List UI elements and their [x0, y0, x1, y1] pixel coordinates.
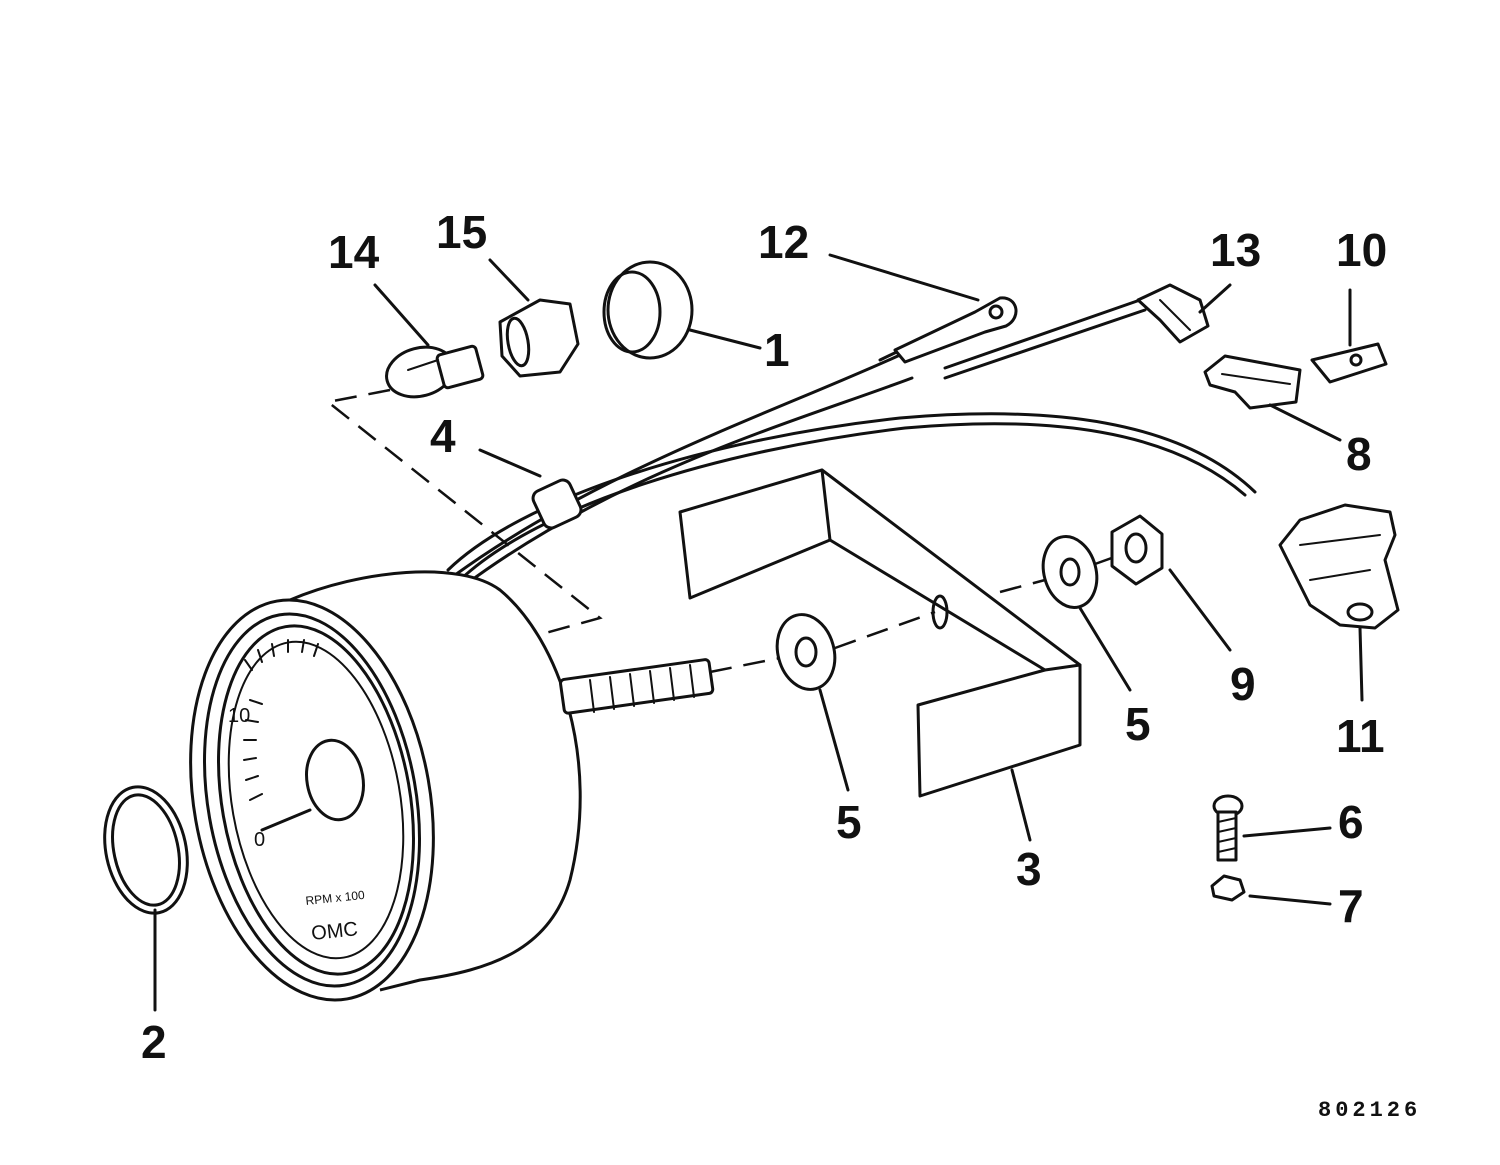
callout-7: 7 [1338, 880, 1364, 932]
dial-number-10: 10 [228, 705, 250, 727]
lamp-socket [498, 298, 580, 378]
lens-ring [103, 785, 189, 915]
lamp-bulb [385, 344, 485, 399]
callout-15: 15 [436, 206, 487, 258]
figure-reference-number: 802126 [1318, 1098, 1421, 1123]
callout-10: 10 [1336, 224, 1387, 276]
lock-washer-left [775, 613, 837, 691]
mounting-stud [559, 658, 715, 715]
lock-washer-right [1041, 535, 1099, 609]
assembly-dashed-lines [325, 388, 1121, 674]
callout-8: 8 [1346, 428, 1372, 480]
flat-terminal [1310, 342, 1388, 384]
dial-unit-text: RPM x 100 [305, 888, 366, 908]
callout-1: 1 [764, 324, 790, 376]
dial-number-0: 0 [254, 829, 265, 851]
harness-grommet [531, 478, 583, 530]
callout-2: 2 [141, 1016, 167, 1068]
hex-nut [1110, 514, 1164, 586]
terminal-clip [1278, 503, 1400, 630]
leader-lines [153, 253, 1364, 1012]
callout-12: 12 [758, 216, 809, 268]
callout-labels: 1 2 3 4 5 5 5 6 7 8 9 10 11 12 13 14 15 [141, 206, 1387, 1068]
callout-14: 14 [328, 226, 380, 278]
callout-9: 9 [1230, 658, 1256, 710]
callout-11: 11 [1336, 710, 1385, 762]
screw [1212, 794, 1244, 862]
callout-6: 6 [1338, 796, 1364, 848]
callout-13: 13 [1210, 224, 1261, 276]
callout-3: 3 [1016, 843, 1042, 895]
small-nut [1210, 874, 1246, 902]
dial-brand-text: OMC [310, 918, 359, 945]
callout-5-left: 5 [836, 796, 862, 848]
wire-connector [1136, 283, 1210, 344]
tachometer-gauge: 10 0 RPM x 100 OMC [189, 478, 715, 1002]
socket-grommet [602, 260, 694, 360]
mounting-bracket [678, 468, 1082, 798]
ring-terminal [893, 296, 1018, 364]
callout-4: 4 [430, 410, 456, 462]
connector-bracket [1203, 354, 1302, 410]
callout-5-right: 5 [1125, 698, 1151, 750]
